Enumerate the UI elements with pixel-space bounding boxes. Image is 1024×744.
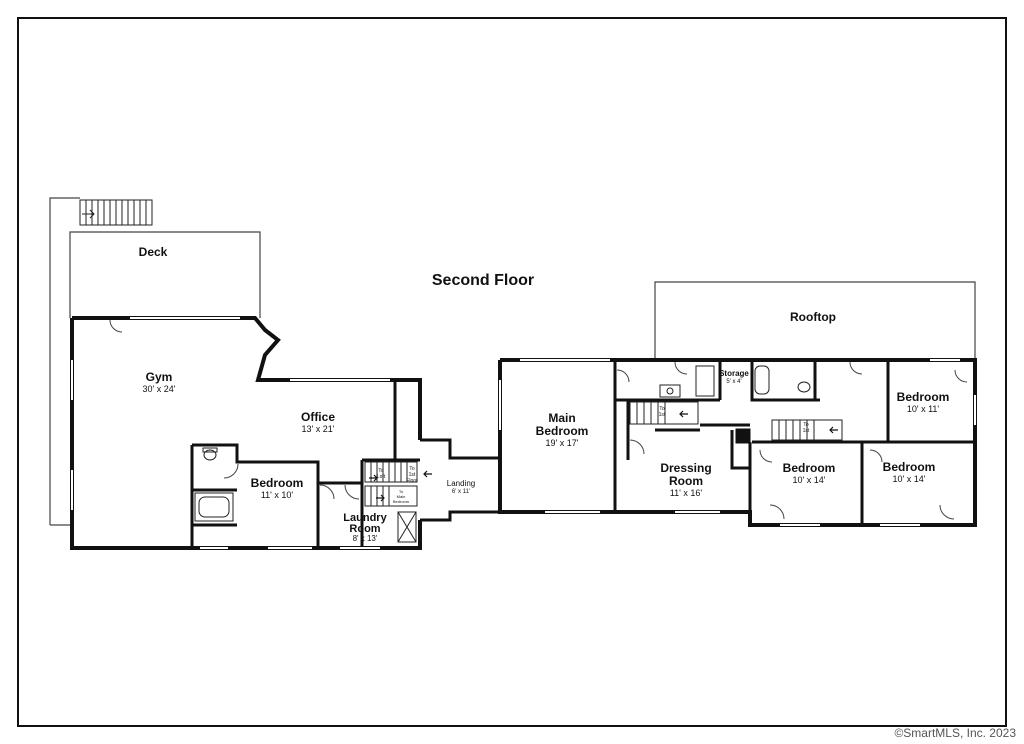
west-bath-fixtures <box>194 447 234 522</box>
stair-to-1st-a-1: To <box>659 406 665 412</box>
drawing-frame <box>17 17 1007 727</box>
room-main-bedroom-name-2: Bedroom <box>536 424 589 438</box>
east-stairs <box>629 401 843 441</box>
stair-to-main-2: Main <box>397 494 406 499</box>
room-bedroom-center-dims: 10' x 14' <box>793 475 826 485</box>
room-laundry-dims: 8' x 13' <box>353 534 378 543</box>
stair-to-1st-b-2: 1st <box>803 428 810 434</box>
east-bath-fixtures <box>659 365 811 398</box>
room-bedroom-east-dims: 10' x 14' <box>893 474 926 484</box>
room-bedroom-center-name: Bedroom <box>783 461 836 475</box>
stair-to-loft-1: To <box>378 468 384 474</box>
room-bedroom-west-name: Bedroom <box>251 476 304 490</box>
room-dressing-name-2: Room <box>669 474 703 488</box>
stair-to-1st-floor-2: 1st <box>409 472 416 478</box>
room-office-dims: 13' x 21' <box>302 424 335 434</box>
room-gym-name: Gym <box>146 370 173 384</box>
room-landing-dims: 6' x 11' <box>452 489 470 495</box>
stair-to-loft-2: Loft <box>377 474 386 480</box>
west-wing-interior <box>190 380 500 548</box>
east-wing-walls <box>498 358 977 527</box>
room-main-bedroom-name-1: Main <box>548 411 575 425</box>
deck-outline <box>49 197 261 526</box>
stair-to-main-3: Bedroom <box>393 499 410 504</box>
room-bedroom-east-name: Bedroom <box>883 460 936 474</box>
deck-stairs <box>79 199 153 226</box>
room-bedroom-west-dims: 11' x 10' <box>261 490 294 500</box>
copyright-notice: ©SmartMLS, Inc. 2023 <box>894 726 1016 740</box>
stair-arrows <box>369 410 838 502</box>
room-bedroom-ne-name: Bedroom <box>897 390 950 404</box>
east-wing-interior <box>613 360 975 525</box>
room-main-bedroom-dims: 19' x 17' <box>546 438 579 448</box>
room-laundry-name-2: Room <box>349 523 380 535</box>
room-laundry-name-1: Laundry <box>343 512 387 524</box>
door-swings <box>109 319 968 520</box>
stair-to-1st-b-1: To <box>803 422 809 428</box>
room-storage-dims: 5' x 4' <box>726 379 741 385</box>
rooftop-outline <box>654 281 976 358</box>
stair-to-1st-a-2: 1st <box>659 412 666 418</box>
room-gym-dims: 30' x 24' <box>143 384 176 394</box>
room-rooftop-name: Rooftop <box>790 310 836 324</box>
room-dressing-dims: 11' x 16' <box>670 488 703 498</box>
west-wing-walls <box>70 316 422 550</box>
west-windows <box>71 317 390 549</box>
room-bedroom-ne-dims: 10' x 11' <box>907 404 940 414</box>
east-windows <box>499 359 976 526</box>
stair-to-1st-floor-1: To <box>409 466 415 472</box>
room-landing-name: Landing <box>447 479 475 488</box>
west-stairs <box>364 461 418 543</box>
room-storage-name: Storage <box>719 369 749 378</box>
room-deck-name: Deck <box>139 245 168 259</box>
stair-to-1st-floor-3: Floor <box>406 478 418 484</box>
room-office-name: Office <box>301 410 335 424</box>
room-dressing-name-1: Dressing <box>660 461 711 475</box>
floor-title: Second Floor <box>432 272 534 289</box>
stair-to-main-1: To <box>399 489 404 494</box>
